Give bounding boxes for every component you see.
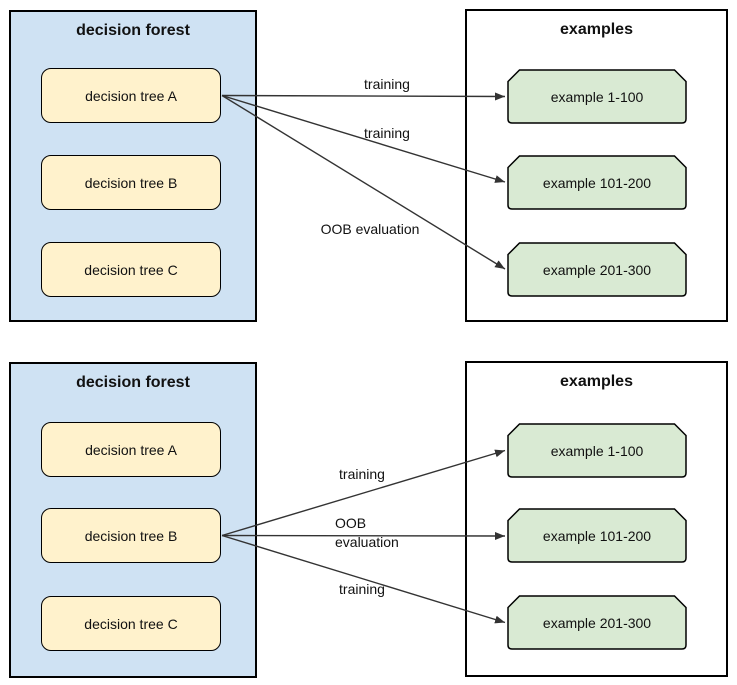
examples-title-2: examples — [560, 373, 633, 390]
example-node-101-200-p2: example 101-200 — [507, 508, 687, 563]
tree-node-a-2: decision tree A — [41, 422, 221, 477]
tree-node-a-1: decision tree A — [41, 68, 221, 123]
edge-label-oob-evaluation-2: OOB evaluation — [335, 515, 399, 550]
example-node-label: example 101-200 — [542, 174, 652, 191]
edge-label-training-2: training — [364, 125, 410, 141]
tree-node-c-2: decision tree C — [41, 596, 221, 651]
example-node-label: example 201-300 — [542, 261, 652, 278]
edge-label-training-1: training — [364, 76, 410, 92]
card-shape — [507, 595, 687, 650]
tree-node-label: decision tree B — [84, 527, 178, 544]
example-node-1-100-p1: example 1-100 — [507, 69, 687, 124]
card-shape — [507, 155, 687, 210]
edge-label-training-3: training — [339, 466, 385, 482]
tree-node-label: decision tree A — [85, 441, 177, 458]
examples-title-1: examples — [560, 21, 633, 38]
example-node-1-100-p2: example 1-100 — [507, 423, 687, 478]
tree-node-c-1: decision tree C — [41, 242, 221, 297]
example-node-label: example 201-300 — [542, 614, 652, 631]
tree-node-b-1: decision tree B — [41, 155, 221, 210]
example-node-label: example 101-200 — [542, 527, 652, 544]
example-node-101-200-p1: example 101-200 — [507, 155, 687, 210]
tree-node-label: decision tree A — [85, 87, 177, 104]
tree-node-label: decision tree C — [84, 615, 178, 632]
card-shape — [507, 508, 687, 563]
tree-node-b-2: decision tree B — [41, 508, 221, 563]
edge-label-oob-evaluation-1: OOB evaluation — [320, 221, 420, 237]
tree-node-label: decision tree B — [84, 174, 178, 191]
example-node-201-300-p2: example 201-300 — [507, 595, 687, 650]
forest-title-2: decision forest — [76, 374, 190, 391]
forest-title-1: decision forest — [76, 22, 190, 39]
arrow-training-a-to-1-100 — [221, 92, 506, 101]
card-shape — [507, 423, 687, 478]
arrow-oob-a-to-201-300 — [221, 94, 506, 270]
tree-node-label: decision tree C — [84, 261, 178, 278]
example-node-label: example 1-100 — [550, 442, 644, 459]
card-shape — [507, 242, 687, 297]
card-shape — [507, 69, 687, 124]
example-node-201-300-p1: example 201-300 — [507, 242, 687, 297]
example-node-label: example 1-100 — [550, 88, 644, 105]
edge-label-training-4: training — [339, 581, 385, 597]
